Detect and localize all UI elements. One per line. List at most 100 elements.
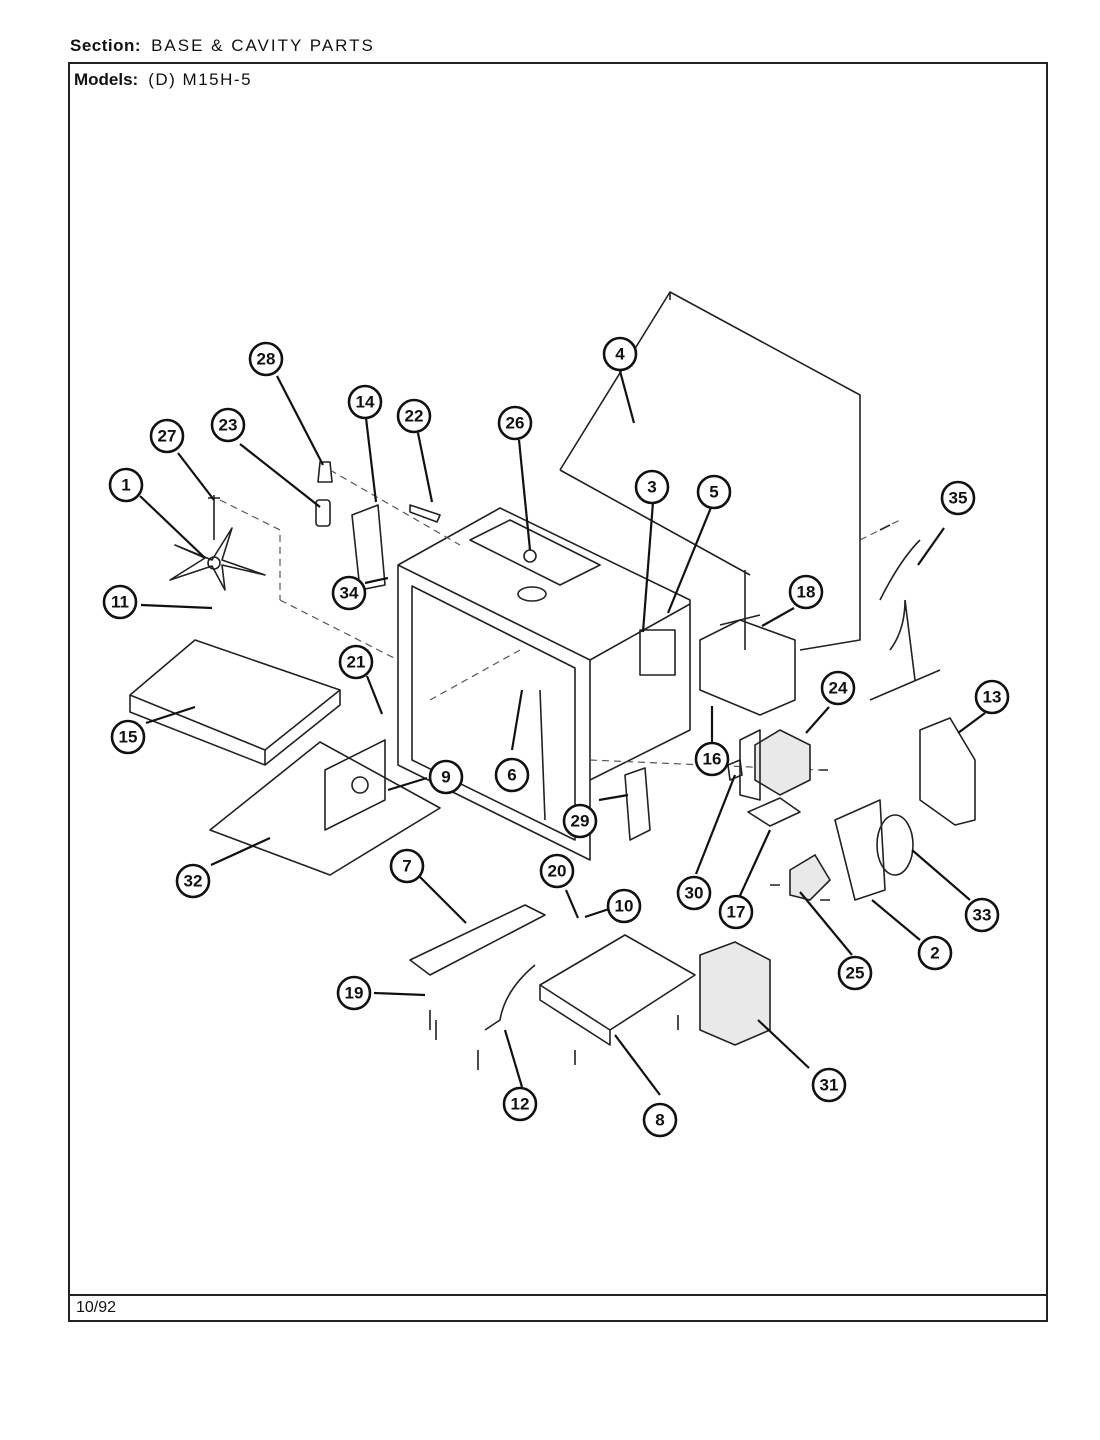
callout-2: 2	[917, 935, 953, 971]
callout-circle	[562, 803, 598, 839]
callout-9: 9	[428, 759, 464, 795]
callout-26: 26	[497, 405, 533, 441]
callout-circle	[642, 1102, 678, 1138]
callout-number: 4	[615, 345, 625, 364]
section-value: BASE & CAVITY PARTS	[151, 36, 375, 55]
motor	[789, 853, 832, 901]
callout-circle	[974, 679, 1010, 715]
callout-number: 10	[615, 897, 634, 916]
callout-circle	[837, 955, 873, 991]
callout-circle	[718, 894, 754, 930]
bracket-22	[409, 504, 441, 523]
callout-number: 21	[347, 653, 366, 672]
base-plate	[539, 934, 696, 1031]
callout-7: 7	[389, 848, 425, 884]
callout-number: 34	[340, 584, 359, 603]
callout-23: 23	[210, 407, 246, 443]
callout-28: 28	[248, 341, 284, 377]
callout-circle	[811, 1067, 847, 1103]
callout-15: 15	[110, 719, 146, 755]
leader-lines	[139, 370, 986, 1096]
bracket-14	[351, 504, 386, 591]
callout-circle	[820, 670, 856, 706]
callout-number: 1	[121, 476, 130, 495]
callout-circle	[788, 574, 824, 610]
callout-number: 13	[983, 688, 1002, 707]
callout-circle	[606, 888, 642, 924]
callout-number: 24	[829, 679, 848, 698]
callout-circle	[210, 407, 246, 443]
blower-housing	[919, 717, 976, 826]
callout-12: 12	[502, 1086, 538, 1122]
callout-circle	[248, 341, 284, 377]
callout-circle	[502, 1086, 538, 1122]
callout-21: 21	[338, 644, 374, 680]
callout-circle	[497, 405, 533, 441]
callout-25: 25	[837, 955, 873, 991]
callout-34: 34	[331, 575, 367, 611]
callout-number: 16	[703, 750, 722, 769]
callout-number: 17	[727, 903, 746, 922]
callout-33: 33	[964, 897, 1000, 933]
callout-circle	[940, 480, 976, 516]
bracket-17	[747, 797, 801, 827]
power-cord	[484, 964, 536, 1031]
revision-date: 10/92	[76, 1299, 117, 1316]
wire-harness	[869, 539, 941, 701]
callout-circle	[428, 759, 464, 795]
section-title: Section:BASE & CAVITY PARTS	[70, 36, 375, 56]
callout-number: 33	[973, 906, 992, 925]
callout-circle	[917, 935, 953, 971]
air-duct	[699, 614, 796, 716]
callout-number: 25	[846, 964, 865, 983]
plate	[209, 741, 441, 876]
bottom-plate	[409, 904, 546, 976]
callout-circle	[676, 875, 712, 911]
callout-number: 29	[571, 812, 590, 831]
callout-32: 32	[175, 863, 211, 899]
callout-number: 2	[930, 944, 939, 963]
callout-number: 5	[709, 483, 718, 502]
callout-circle	[347, 384, 383, 420]
callout-22: 22	[396, 398, 432, 434]
callout-20: 20	[539, 853, 575, 889]
callout-circle	[102, 584, 138, 620]
callout-number: 14	[356, 393, 375, 412]
callout-circle	[149, 418, 185, 454]
screws	[429, 524, 891, 1070]
callout-circle	[338, 644, 374, 680]
thermal-cutout	[624, 767, 651, 841]
models-title: Models:(D) M15H-5	[74, 70, 252, 90]
callout-19: 19	[336, 975, 372, 1011]
cavity-front-frame	[397, 507, 691, 861]
motor-bracket	[834, 799, 886, 901]
callout-number: 11	[111, 593, 129, 612]
callout-circle	[110, 719, 146, 755]
callout-27: 27	[149, 418, 185, 454]
callout-17: 17	[718, 894, 754, 930]
callout-number: 30	[685, 884, 704, 903]
callout-number: 19	[345, 984, 364, 1003]
callout-circle	[634, 469, 670, 505]
callout-number: 27	[158, 427, 177, 446]
fan-ring	[876, 814, 914, 876]
callout-14: 14	[347, 384, 383, 420]
callout-number: 22	[405, 407, 424, 426]
callout-5: 5	[696, 474, 732, 510]
callout-number: 12	[511, 1095, 530, 1114]
callout-31: 31	[811, 1067, 847, 1103]
callout-bubbles: 1234567891011121314151617181920212223242…	[102, 336, 1010, 1138]
callout-29: 29	[562, 803, 598, 839]
callout-number: 23	[219, 416, 238, 435]
callout-circle	[389, 848, 425, 884]
callout-circle	[539, 853, 575, 889]
callout-number: 9	[441, 768, 450, 787]
callout-circle	[964, 897, 1000, 933]
callout-number: 6	[507, 766, 516, 785]
callout-number: 18	[797, 583, 816, 602]
callout-24: 24	[820, 670, 856, 706]
callout-4: 4	[602, 336, 638, 372]
callout-16: 16	[694, 741, 730, 777]
fan-blade	[169, 527, 266, 591]
